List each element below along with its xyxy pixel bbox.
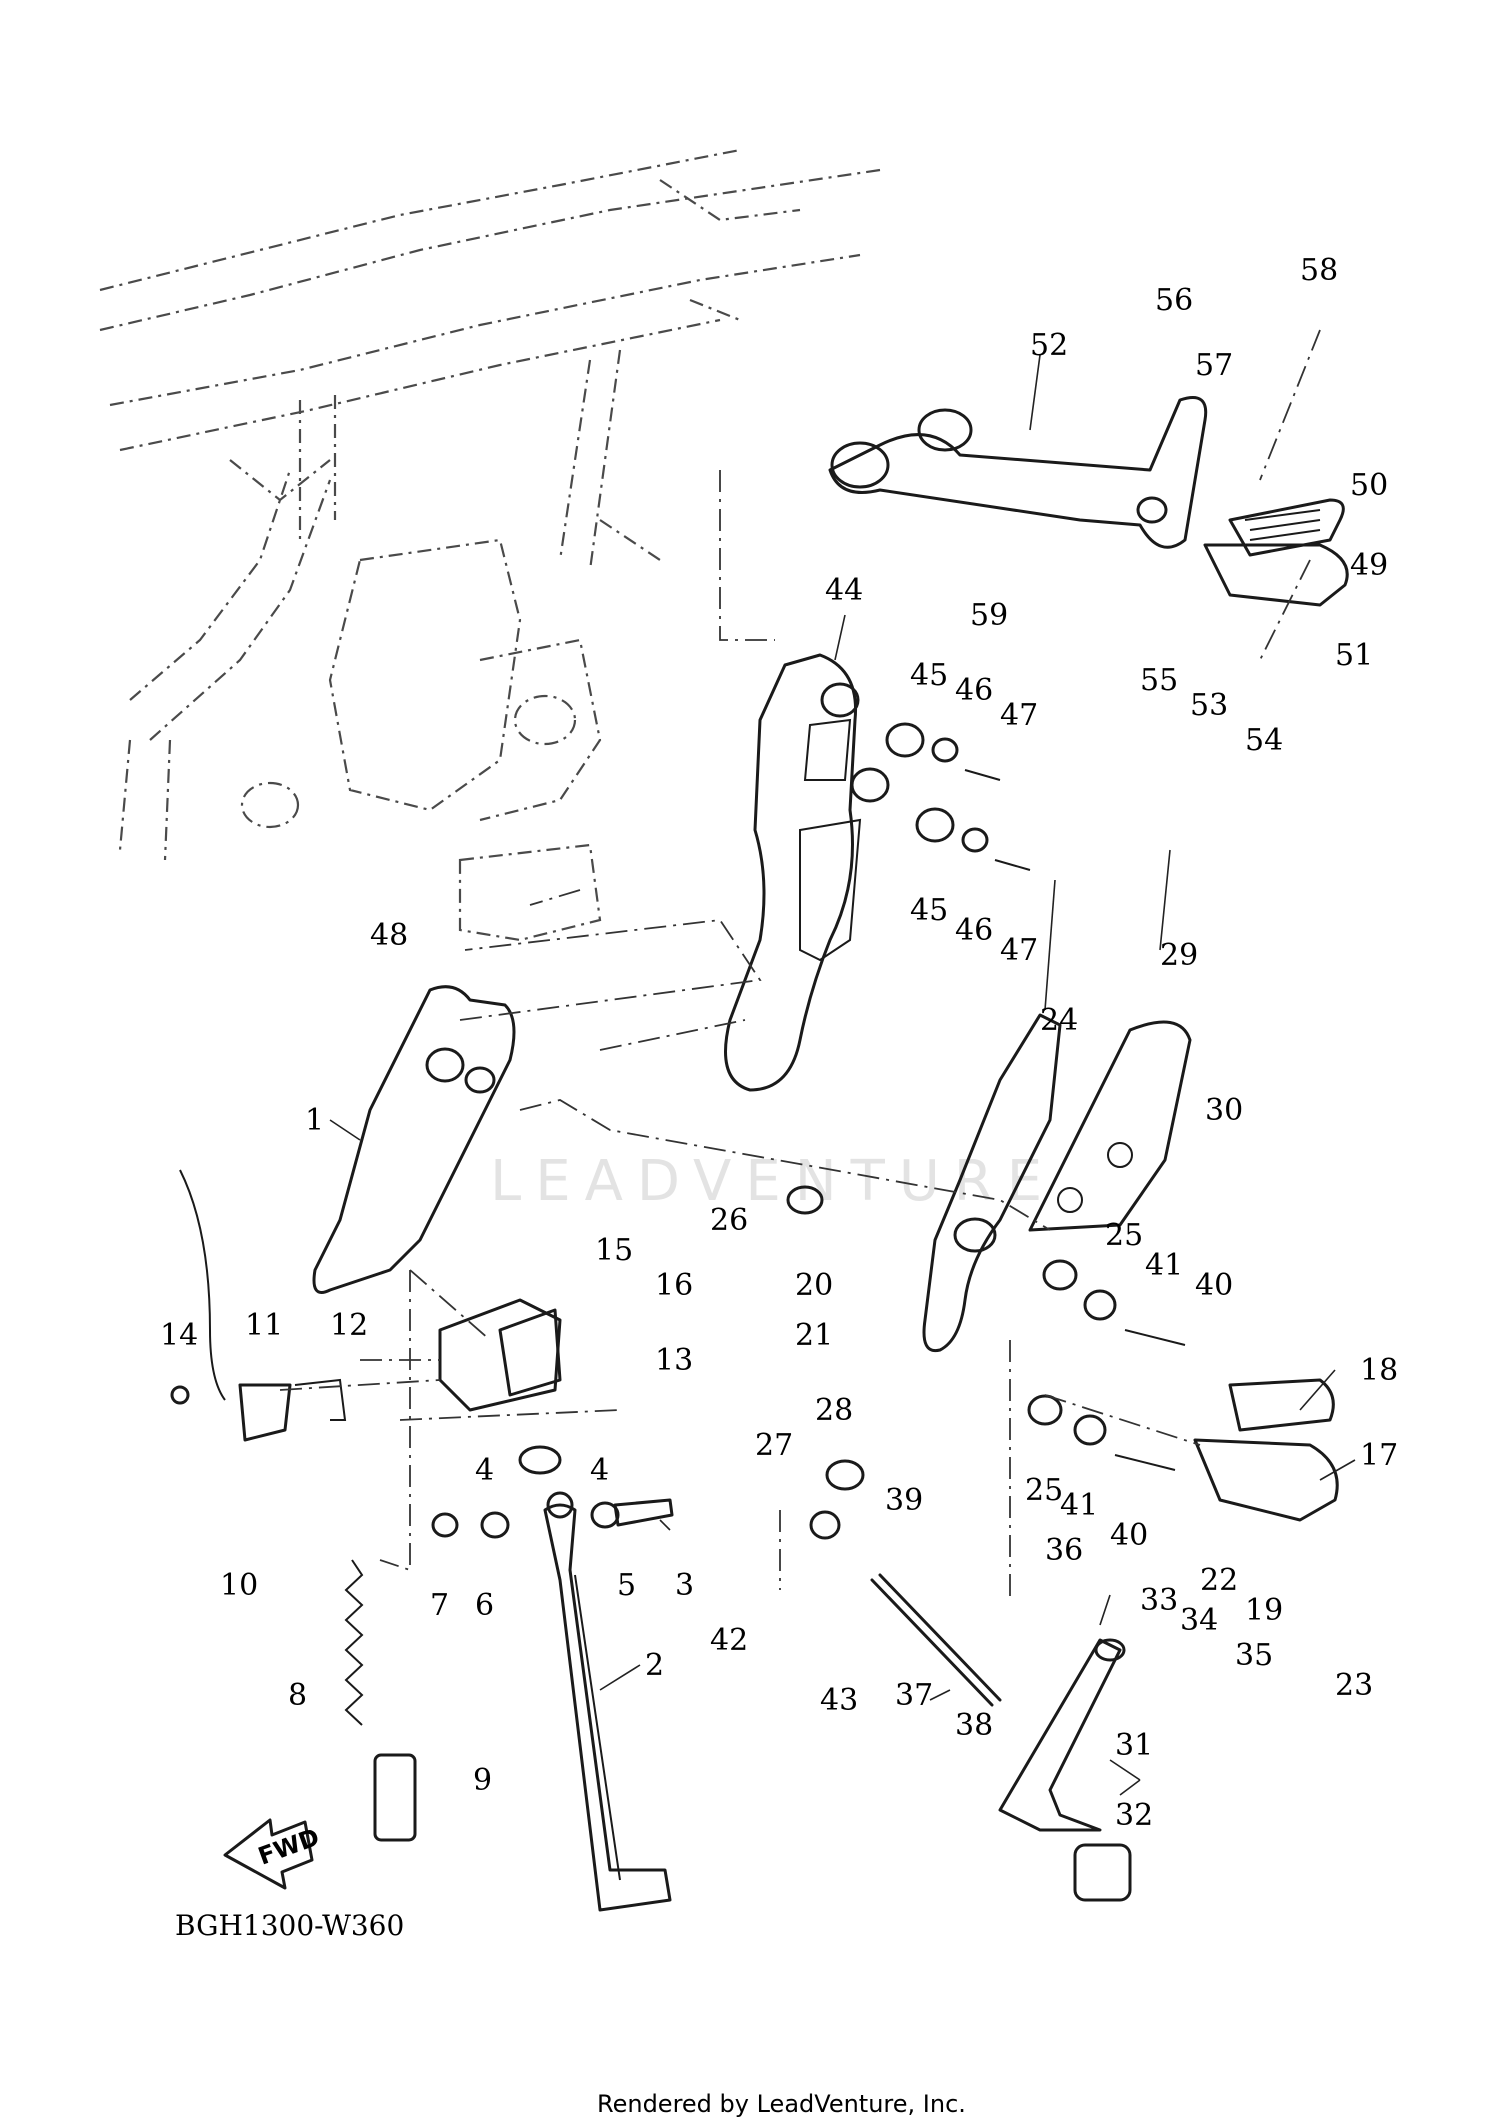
callout-label: 2 [645,1648,664,1683]
callout-label: 42 [710,1623,748,1658]
callout-label: 23 [1335,1668,1373,1703]
callout-label: 6 [475,1588,494,1623]
callout-label: 38 [955,1708,993,1743]
fwd-arrow-icon: FWD [223,1818,323,1890]
callout-label: 35 [1235,1638,1273,1673]
callout-label: 46 [955,673,993,708]
callout-label: 24 [1040,1003,1078,1038]
callout-label: 1 [305,1103,324,1138]
callout-label: 29 [1160,938,1198,973]
frame-phantom [99,148,881,942]
return-spring [344,1559,417,1842]
callout-label: 34 [1180,1603,1218,1638]
callout-label: 10 [220,1568,258,1603]
callout-label: 47 [1000,933,1038,968]
callout-label: 17 [1360,1438,1398,1473]
callout-label: 40 [1195,1268,1233,1303]
callout-label: 45 [910,893,948,928]
callout-label: 59 [970,598,1008,633]
callout-label: 9 [473,1763,492,1798]
callout-label: 11 [245,1308,283,1343]
callout-label: 43 [820,1683,858,1718]
shift-rod [809,1459,1002,1707]
callout-label: 5 [617,1568,636,1603]
callout-label: 44 [825,573,863,608]
callout-label: 15 [595,1233,633,1268]
assembly-lines [279,329,1321,1600]
render-credit: Rendered by LeadVenture, Inc. [597,2090,966,2118]
callout-label: 12 [330,1308,368,1343]
callout-label: 25 [1025,1473,1063,1508]
callout-label: 57 [1195,348,1233,383]
callout-label: 32 [1115,1798,1153,1833]
callout-label: 26 [710,1203,748,1238]
shift-pedal [998,1638,1132,1902]
sidestand-switch [170,1378,347,1442]
callout-label: 16 [655,1268,693,1303]
callout-label: 3 [675,1568,694,1603]
callout-label: 46 [955,913,993,948]
callout-label: 39 [885,1483,923,1518]
diagram-code: BGH1300-W360 [175,1909,404,1942]
callout-label: 50 [1350,468,1388,503]
pivot-hardware [431,1445,674,1539]
callout-label: 4 [590,1453,609,1488]
right-hardware [786,1185,1186,1471]
right-bracket [922,1013,1192,1353]
callout-label: 53 [1190,688,1228,723]
bushings-upper [885,722,1031,871]
callout-label: 28 [815,1393,853,1428]
callout-label: 48 [370,918,408,953]
callout-label: 8 [288,1678,307,1713]
callout-label: 58 [1300,253,1338,288]
callout-label: 7 [430,1588,449,1623]
callout-label: 45 [910,658,948,693]
callout-label: 22 [1200,1563,1238,1598]
callout-label: 21 [795,1318,833,1353]
sidestand [543,1491,672,1912]
callout-label: 18 [1360,1353,1398,1388]
callout-label: 56 [1155,283,1193,318]
leader-lines [329,354,1356,1796]
callout-label: 19 [1245,1593,1283,1628]
callout-label: 37 [895,1678,933,1713]
callout-label: 33 [1140,1583,1178,1618]
callout-label: 36 [1045,1533,1083,1568]
callout-label: 13 [655,1343,693,1378]
footrest-bracket [828,396,1208,549]
rider-footpeg [1193,1378,1339,1522]
callouts: 1 2 3 4 4 5 6 7 8 9 10 11 12 13 14 15 16… [160,253,1398,1833]
callout-label: 51 [1335,638,1373,673]
callout-label: 52 [1030,328,1068,363]
callout-label: 4 [475,1453,494,1488]
passenger-footpeg [1203,498,1349,607]
fwd-label: FWD [254,1823,323,1871]
callout-label: 49 [1350,548,1388,583]
callout-label: 30 [1205,1093,1243,1128]
callout-label: 14 [160,1318,198,1353]
callout-label: 41 [1145,1248,1183,1283]
callout-label: 54 [1245,723,1283,758]
callout-label: 47 [1000,698,1038,733]
callout-label: 27 [755,1428,793,1463]
callout-label: 55 [1140,663,1178,698]
stand-bracket [438,1298,562,1412]
callout-label: 31 [1115,1728,1153,1763]
callout-label: 20 [795,1268,833,1303]
footrest-plate [724,653,890,1092]
callout-label: 41 [1060,1488,1098,1523]
rider-bracket [179,985,516,1401]
callout-label: 25 [1105,1218,1143,1253]
callout-label: 40 [1110,1518,1148,1553]
